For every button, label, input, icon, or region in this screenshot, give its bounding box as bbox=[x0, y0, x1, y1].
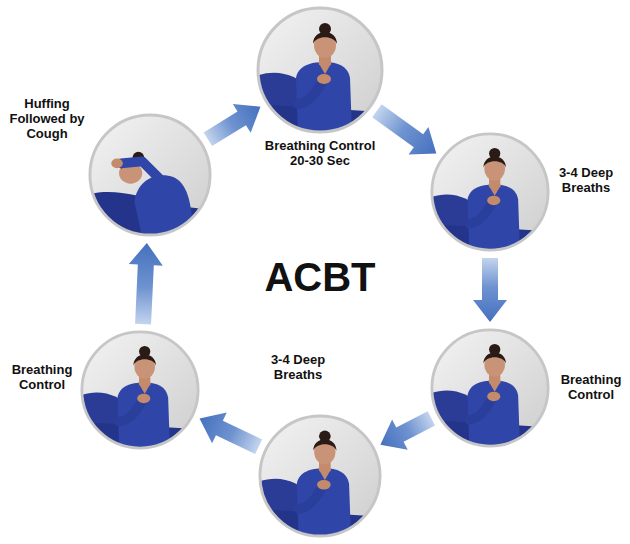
breathing-photo bbox=[430, 132, 550, 252]
block-arrow bbox=[372, 104, 436, 154]
huffing-photo bbox=[88, 113, 212, 237]
photo-circle: Breathing Control bbox=[80, 330, 200, 450]
step-label: Breathing Control bbox=[6, 362, 78, 392]
block-arrow bbox=[204, 104, 261, 146]
block-arrow bbox=[473, 258, 507, 322]
photo-circle: Breathing Control bbox=[430, 328, 550, 448]
photo-circle: Breathing Control 20-30 Sec bbox=[256, 6, 384, 134]
step-label: 3-4 Deep Breaths bbox=[556, 165, 616, 195]
block-arrow bbox=[380, 411, 435, 449]
photo-circle: Huffing Followed by Cough bbox=[88, 113, 212, 237]
step-label: Breathing Control bbox=[556, 372, 626, 402]
photo-circle: 3-4 Deep Breaths bbox=[258, 414, 382, 538]
breathing-photo bbox=[430, 328, 550, 448]
diagram-title: ACBT bbox=[220, 254, 420, 300]
step-label: 3-4 Deep Breaths bbox=[268, 352, 328, 382]
breathing-photo bbox=[80, 330, 200, 450]
breathing-photo bbox=[256, 6, 384, 134]
breathing-photo bbox=[258, 414, 382, 538]
block-arrow bbox=[129, 243, 163, 325]
step-label: Huffing Followed by Cough bbox=[4, 96, 90, 141]
block-arrow bbox=[200, 413, 263, 454]
photo-circle: 3-4 Deep Breaths bbox=[430, 132, 550, 252]
step-label: Breathing Control 20-30 Sec bbox=[255, 138, 385, 168]
